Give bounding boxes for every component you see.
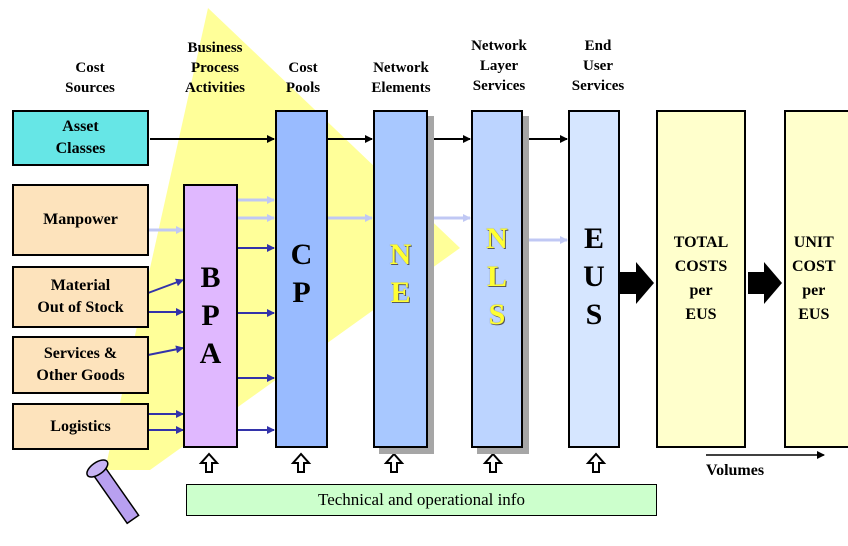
header-end-user-services: End User Services <box>571 38 625 94</box>
network-elements-column: N E <box>373 110 428 448</box>
nls-letter: L <box>486 260 507 293</box>
eus-letter: E <box>583 222 604 255</box>
bpa-letter: P <box>201 299 220 332</box>
flashlight-icon <box>86 459 140 525</box>
block-arrow-eus-to-total <box>620 262 654 304</box>
cp-letter: P <box>292 276 311 309</box>
up-arrow-icon <box>383 452 405 473</box>
cp-letter: C <box>290 238 313 271</box>
bpa-letter: A <box>199 337 222 370</box>
header-network-elements: Network Elements <box>371 60 431 96</box>
end-user-services-column: E U S <box>568 110 620 448</box>
unit-cost-label: UNIT COST per EUS <box>792 234 836 323</box>
material-box: Material Out of Stock <box>12 266 149 328</box>
eus-letter: S <box>585 298 603 331</box>
up-arrow-icon <box>198 452 220 473</box>
eus-letter: U <box>583 260 605 293</box>
block-arrow-total-to-unit <box>748 262 782 304</box>
manpower-box: Manpower <box>12 184 149 256</box>
unit-cost-box: UNIT COST per EUS <box>784 110 848 448</box>
ne-letter: N <box>389 238 412 271</box>
services-box: Services & Other Goods <box>12 336 149 394</box>
header-network-layer-services: Network Layer Services <box>471 38 527 94</box>
header-cost-pools: Cost Pools <box>285 60 321 96</box>
bpa-letter: B <box>200 261 221 294</box>
cost-pools-column: C P <box>275 110 328 448</box>
asset-classes-box: Asset Classes <box>12 110 149 166</box>
nls-letter: S <box>488 298 506 331</box>
technical-info-bar: Technical and operational info <box>186 484 657 516</box>
total-costs-box: TOTAL COSTS per EUS <box>656 110 746 448</box>
up-arrow-icon <box>482 452 504 473</box>
up-arrow-icon <box>585 452 607 473</box>
ne-letter: E <box>390 276 411 309</box>
header-business-process-activities: Business Process Activities <box>185 40 245 96</box>
up-arrow-icon <box>290 452 312 473</box>
header-cost-sources: Cost Sources <box>65 60 115 96</box>
logistics-box: Logistics <box>12 403 149 450</box>
nls-letter: N <box>486 222 508 255</box>
volumes-label: Volumes <box>706 462 765 479</box>
bpa-column: B P A <box>183 184 238 448</box>
network-layer-services-column: N L S <box>471 110 523 448</box>
